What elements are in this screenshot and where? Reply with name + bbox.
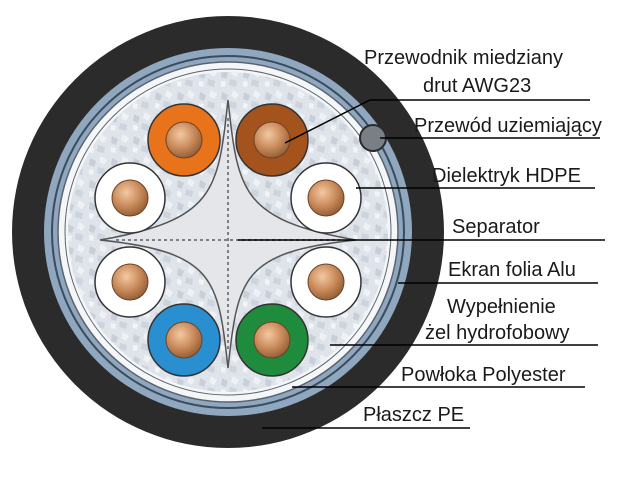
label-drain-wire: Przewód uziemiający xyxy=(414,115,602,137)
label-jacket: Płaszcz PE xyxy=(363,404,464,426)
pair-blue xyxy=(147,303,221,377)
label-filling-1: Wypełnienie xyxy=(447,296,556,318)
pair-white-left-bottom xyxy=(94,246,166,318)
pair-brown xyxy=(235,103,309,177)
pair-white-right-top xyxy=(290,162,362,234)
label-conductor-2: drut AWG23 xyxy=(423,75,531,97)
label-filling-2: żel hydrofobowy xyxy=(425,322,570,344)
pair-orange xyxy=(147,103,221,177)
label-dielectric: Dielektryk HDPE xyxy=(432,165,581,187)
label-conductor-1: Przewodnik miedziany xyxy=(364,47,563,69)
label-foil-shield: Ekran folia Alu xyxy=(448,259,576,281)
label-separator: Separator xyxy=(452,216,540,238)
pair-white-right-bottom xyxy=(290,246,362,318)
label-polyester: Powłoka Polyester xyxy=(401,364,566,386)
pair-green xyxy=(235,303,309,377)
leader-lines xyxy=(238,99,605,429)
pair-white-left-top xyxy=(94,162,166,234)
